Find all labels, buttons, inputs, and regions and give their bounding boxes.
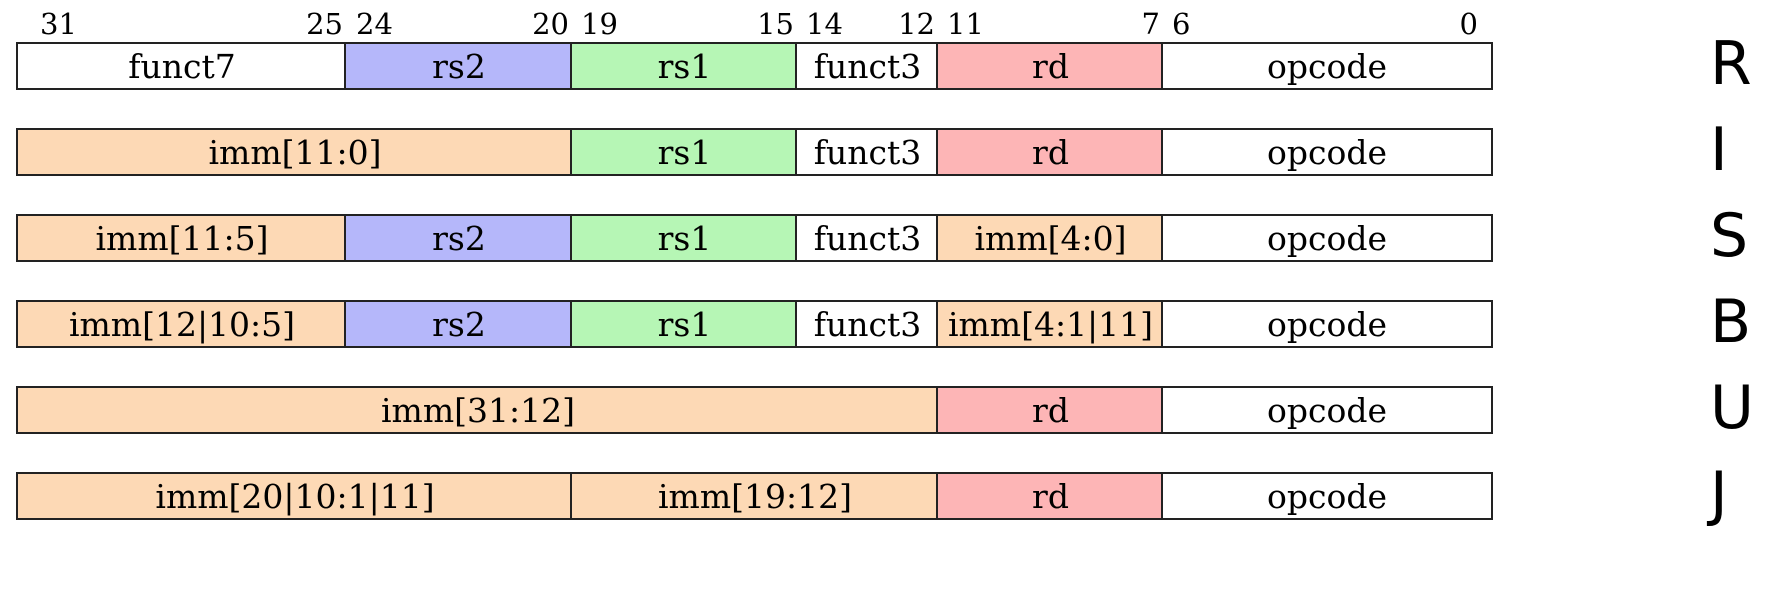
field-rs2: rs2 — [344, 42, 572, 90]
field-rd: rd — [936, 42, 1163, 90]
field-imm-20-10-1-11: imm[20|10:1|11] — [16, 472, 572, 520]
field-funct7: funct7 — [16, 42, 346, 90]
field-imm-4-1-11: imm[4:1|11] — [936, 300, 1163, 348]
bit-label-19: 19 — [581, 7, 618, 41]
bit-label-14: 14 — [806, 7, 843, 41]
field-rs2: rs2 — [344, 300, 572, 348]
format-name-u: U — [1710, 373, 1754, 443]
bit-label-7: 7 — [1141, 7, 1160, 41]
field-rs2: rs2 — [344, 214, 572, 262]
field-imm-12-10-5: imm[12|10:5] — [16, 300, 346, 348]
field-opcode: opcode — [1161, 300, 1493, 348]
format-name-s: S — [1710, 201, 1749, 271]
format-name-b: B — [1710, 287, 1752, 357]
field-funct3: funct3 — [795, 300, 938, 348]
bit-label-31: 31 — [40, 7, 77, 41]
bit-label-15: 15 — [757, 7, 794, 41]
bit-label-6: 6 — [1172, 7, 1191, 41]
field-rd: rd — [936, 472, 1163, 520]
field-imm-19-12: imm[19:12] — [570, 472, 938, 520]
field-opcode: opcode — [1161, 214, 1493, 262]
bit-label-11: 11 — [947, 7, 984, 41]
field-rs1: rs1 — [570, 214, 797, 262]
field-opcode: opcode — [1161, 386, 1493, 434]
bit-label-25: 25 — [306, 7, 343, 41]
field-rs1: rs1 — [570, 128, 797, 176]
field-rd: rd — [936, 128, 1163, 176]
field-opcode: opcode — [1161, 472, 1493, 520]
field-imm-4-0: imm[4:0] — [936, 214, 1163, 262]
bit-label-12: 12 — [898, 7, 935, 41]
bit-label-20: 20 — [532, 7, 569, 41]
format-name-r: R — [1710, 29, 1752, 99]
field-imm-31-12: imm[31:12] — [16, 386, 938, 434]
bit-label-24: 24 — [356, 7, 393, 41]
field-opcode: opcode — [1161, 42, 1493, 90]
field-rs1: rs1 — [570, 300, 797, 348]
field-funct3: funct3 — [795, 128, 938, 176]
field-imm-11-5: imm[11:5] — [16, 214, 346, 262]
field-funct3: funct3 — [795, 214, 938, 262]
field-rd: rd — [936, 386, 1163, 434]
field-rs1: rs1 — [570, 42, 797, 90]
field-opcode: opcode — [1161, 128, 1493, 176]
format-name-i: I — [1710, 115, 1728, 185]
bit-label-0: 0 — [1459, 7, 1478, 41]
field-imm-11-0: imm[11:0] — [16, 128, 572, 176]
field-funct3: funct3 — [795, 42, 938, 90]
format-name-j: J — [1710, 459, 1728, 529]
